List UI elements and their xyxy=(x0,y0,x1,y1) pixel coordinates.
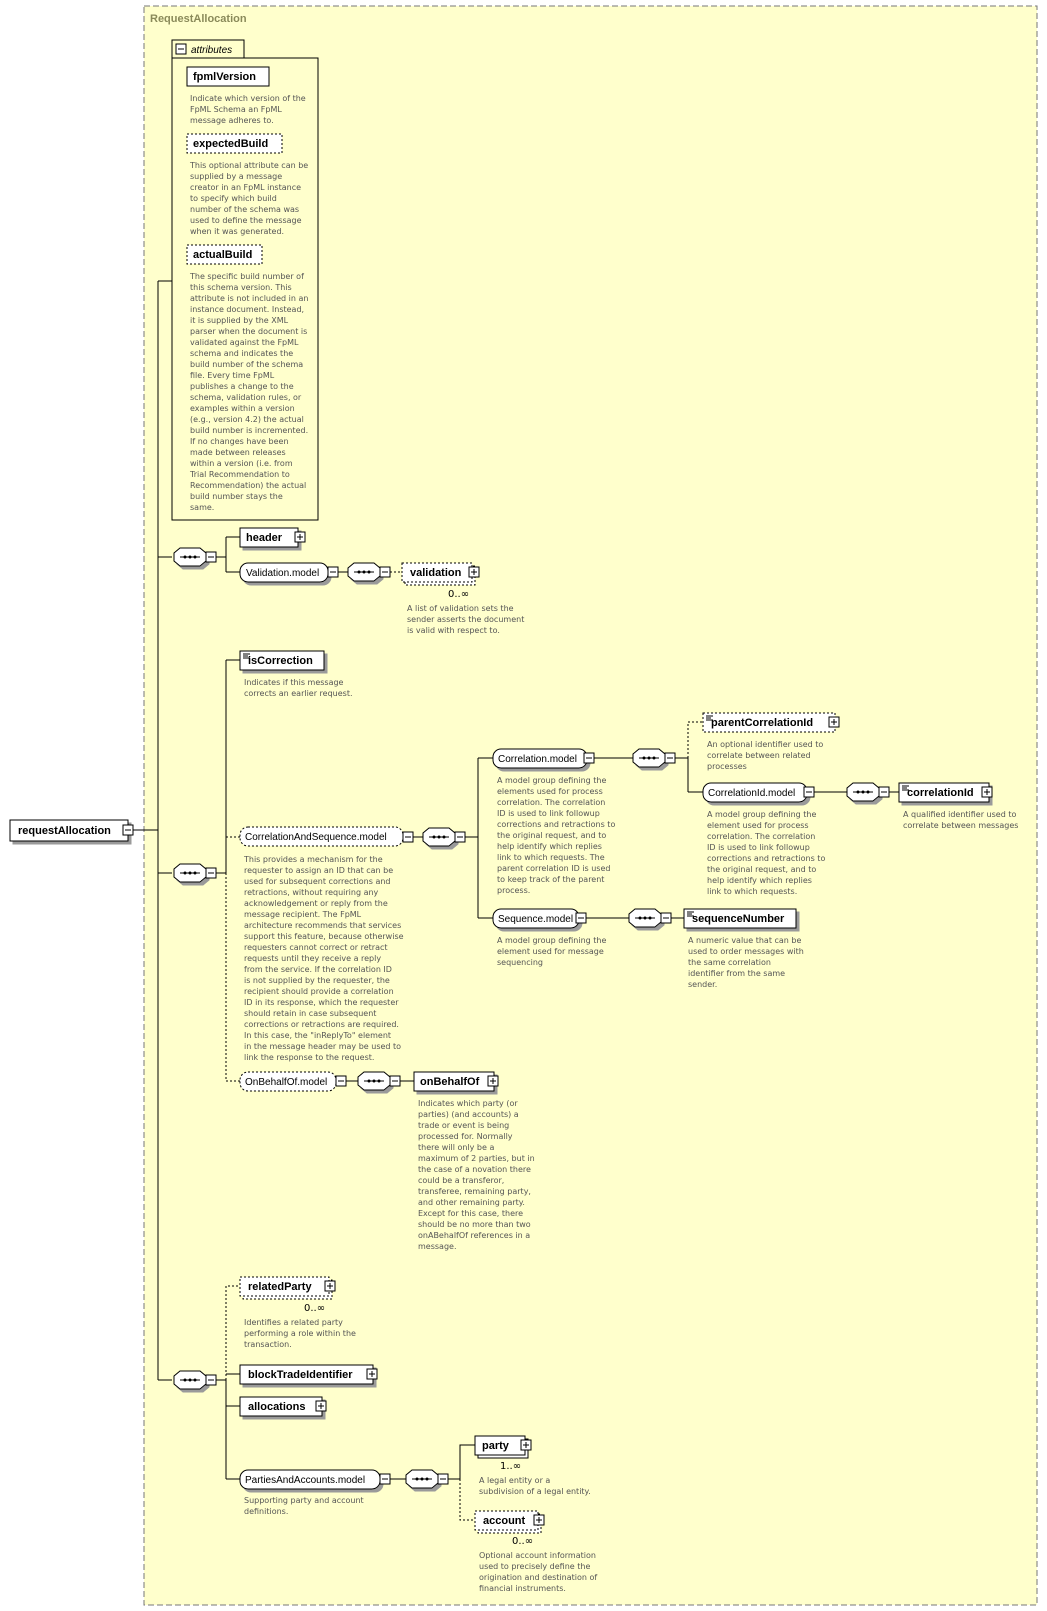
element-relatedparty[interactable]: relatedParty xyxy=(239,1276,336,1300)
complex-type-title: RequestAllocation xyxy=(150,13,247,25)
element-label: parentCorrelationId xyxy=(711,717,813,729)
element-allocations[interactable]: allocations xyxy=(239,1396,327,1417)
element-label: header xyxy=(246,532,283,544)
element-label: validation xyxy=(410,567,462,579)
sequence-compositor[interactable] xyxy=(158,1370,217,1390)
element-onbehalfof[interactable]: onBehalfOf xyxy=(413,1071,499,1092)
sequence-compositor[interactable] xyxy=(158,863,217,883)
element-party[interactable]: party xyxy=(474,1435,532,1459)
element-correlationid[interactable]: correlationId xyxy=(898,782,993,803)
expand-icon[interactable] xyxy=(520,1439,532,1451)
collapse-icon[interactable] xyxy=(379,1473,391,1485)
cardinality: 0..∞ xyxy=(448,589,469,600)
element-account[interactable]: account xyxy=(474,1510,545,1534)
expand-icon[interactable] xyxy=(487,1075,499,1087)
group-label: CorrelationId.model xyxy=(708,788,795,799)
group-validation-model[interactable]: Validation.model xyxy=(239,562,339,583)
group-correlation-and-sequence-model[interactable]: CorrelationAndSequence.model xyxy=(239,826,414,847)
element-parentcorrelationid[interactable]: parentCorrelationId xyxy=(702,712,840,733)
collapse-icon[interactable] xyxy=(335,1075,347,1087)
sequence-compositor[interactable] xyxy=(158,547,217,567)
attribute-name: actualBuild xyxy=(193,249,252,261)
root-element[interactable]: requestAllocation xyxy=(9,819,134,842)
collapse-icon[interactable] xyxy=(175,43,187,55)
attribute-name: fpmlVersion xyxy=(193,71,256,83)
element-label: account xyxy=(483,1515,526,1527)
sequence-compositor[interactable] xyxy=(846,782,890,802)
collapse-icon[interactable] xyxy=(402,831,414,843)
attribute-actualbuild[interactable]: actualBuild xyxy=(186,244,263,265)
element-label: relatedParty xyxy=(248,1281,312,1293)
expand-icon[interactable] xyxy=(828,716,840,728)
expand-icon[interactable] xyxy=(366,1368,378,1380)
element-label: onBehalfOf xyxy=(420,1076,480,1088)
attribute-expectedbuild[interactable]: expectedBuild xyxy=(186,133,283,154)
collapse-icon[interactable] xyxy=(583,752,595,764)
element-label: sequenceNumber xyxy=(692,913,785,925)
group-correlationid-model[interactable]: CorrelationId.model xyxy=(702,782,815,803)
group-label: Sequence.model xyxy=(498,914,573,925)
group-correlation-model[interactable]: Correlation.model xyxy=(492,748,595,769)
collapse-icon[interactable] xyxy=(327,566,339,578)
element-blocktradeidentifier[interactable]: blockTradeIdentifier xyxy=(239,1364,378,1385)
expand-icon[interactable] xyxy=(324,1280,336,1292)
attributes-header: attributes xyxy=(191,45,232,56)
expand-icon[interactable] xyxy=(468,566,480,578)
cardinality: 0..∞ xyxy=(304,1303,325,1314)
root-element-label: requestAllocation xyxy=(18,825,111,837)
collapse-icon[interactable] xyxy=(575,912,587,924)
sequence-compositor[interactable] xyxy=(405,1469,449,1489)
element-sequencenumber[interactable]: sequenceNumber xyxy=(683,908,797,929)
sequence-compositor[interactable] xyxy=(347,562,391,582)
group-onbehalfof-model[interactable]: OnBehalfOf.model xyxy=(239,1071,347,1092)
cardinality: 1..∞ xyxy=(500,1461,521,1472)
collapse-icon[interactable] xyxy=(803,786,815,798)
sequence-compositor[interactable] xyxy=(628,908,672,928)
element-label: party xyxy=(482,1440,510,1452)
group-sequence-model[interactable]: Sequence.model xyxy=(492,908,587,929)
element-validation[interactable]: validation xyxy=(401,562,480,586)
expand-icon[interactable] xyxy=(315,1400,327,1412)
collapse-icon[interactable] xyxy=(122,824,134,836)
element-iscorrection[interactable]: isCorrection xyxy=(239,650,325,671)
expand-icon[interactable] xyxy=(294,531,306,543)
group-parties-and-accounts-model[interactable]: PartiesAndAccounts.model xyxy=(239,1469,391,1490)
element-label: allocations xyxy=(248,1401,305,1413)
attribute-fpmlversion[interactable]: fpmlVersion xyxy=(186,66,270,87)
element-label: correlationId xyxy=(907,787,974,799)
group-label: CorrelationAndSequence.model xyxy=(245,832,387,843)
group-label: Correlation.model xyxy=(498,754,577,765)
sequence-compositor[interactable] xyxy=(422,827,466,847)
attributes-panel: attributes fpmlVersion Indicate which ve… xyxy=(158,39,319,521)
expand-icon[interactable] xyxy=(533,1514,545,1526)
group-label: OnBehalfOf.model xyxy=(245,1077,327,1088)
cardinality: 0..∞ xyxy=(512,1536,533,1547)
group-label: Validation.model xyxy=(246,568,319,579)
element-label: isCorrection xyxy=(248,655,313,667)
group-label: PartiesAndAccounts.model xyxy=(245,1475,365,1486)
attribute-name: expectedBuild xyxy=(193,138,268,150)
sequence-compositor[interactable] xyxy=(632,748,676,768)
element-label: blockTradeIdentifier xyxy=(248,1369,353,1381)
expand-icon[interactable] xyxy=(981,786,993,798)
element-header[interactable]: header xyxy=(239,527,306,548)
